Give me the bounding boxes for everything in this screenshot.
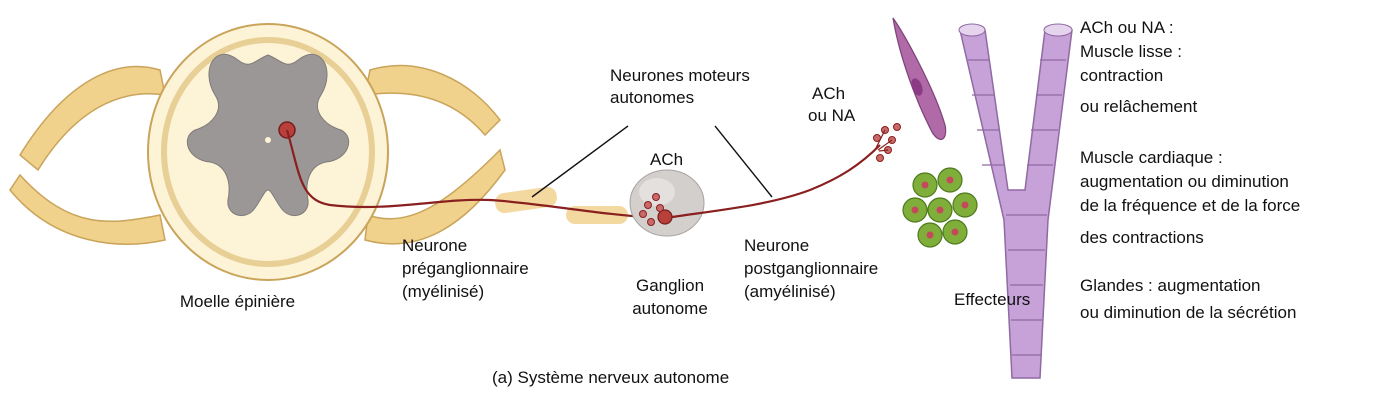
label-preganglionic-line3: (myélinisé) xyxy=(402,282,485,301)
label-ganglion-line2: autonome xyxy=(632,299,708,318)
label-postganglionic-line2: postganglionnaire xyxy=(744,259,879,278)
label-ach-preganglionic: ACh xyxy=(650,150,684,169)
synaptic-terminals-left xyxy=(639,193,664,226)
postganglionic-cell-body xyxy=(657,209,673,225)
effect-smooth-line2: ou relâchement xyxy=(1080,97,1198,116)
spinal-cord-illustration xyxy=(9,23,506,281)
effect-glands-line1: Glandes : augmentation xyxy=(1080,276,1261,295)
gland-cells xyxy=(902,167,978,248)
label-ach-or-na-line2: ou NA xyxy=(808,106,856,125)
postganglionic-axon xyxy=(671,144,881,219)
effect-cardiac-title: Muscle cardiaque : xyxy=(1080,148,1223,167)
label-motor-neurons-line1: Neurones moteurs xyxy=(610,66,750,85)
left-dorsal-root xyxy=(19,65,166,172)
effect-smooth-title: Muscle lisse : xyxy=(1080,42,1183,61)
spinal-cord-inner xyxy=(161,37,375,267)
right-ventral-root xyxy=(364,148,506,245)
effect-cardiac-line3: des contractions xyxy=(1080,228,1204,247)
figure-caption: (a) Système nerveux autonome xyxy=(492,368,730,387)
label-spinal-cord: Moelle épinière xyxy=(179,292,296,311)
smooth-muscle-cell xyxy=(892,17,947,141)
cardiac-muscle-tube xyxy=(958,23,1073,379)
label-postganglionic-line3: (amyélinisé) xyxy=(744,282,836,301)
effect-transmitter: ACh ou NA : xyxy=(1080,18,1174,37)
effect-glands-line2: ou diminution de la sécrétion xyxy=(1080,303,1297,322)
central-canal xyxy=(265,137,271,143)
preganglionic-axon xyxy=(285,129,661,220)
label-preganglionic-line2: préganglionnaire xyxy=(402,259,529,278)
label-motor-neurons-line2: autonomes xyxy=(610,88,695,107)
effect-smooth-line1: contraction xyxy=(1080,66,1164,85)
label-effectors: Effecteurs xyxy=(954,290,1031,309)
label-ach-or-na-line1: ACh xyxy=(812,84,846,103)
effect-cardiac-line1: augmentation ou diminution xyxy=(1080,172,1289,191)
label-postganglionic-line1: Neurone xyxy=(744,236,810,255)
preganglionic-fiber xyxy=(285,129,661,224)
ganglion-highlight xyxy=(639,178,675,206)
label-preganglionic-line1: Neurone xyxy=(402,236,468,255)
label-ganglion-line1: Ganglion xyxy=(635,276,705,295)
effect-cardiac-line2: de la fréquence et de la force xyxy=(1080,196,1301,215)
autonomic-ganglion xyxy=(629,169,705,237)
synaptic-terminals-right xyxy=(873,123,901,162)
left-ventral-root xyxy=(9,173,166,245)
myelin-segment-1 xyxy=(495,186,557,214)
pointer-lines xyxy=(531,125,773,198)
right-dorsal-root xyxy=(364,64,501,137)
grey-matter xyxy=(186,53,350,217)
